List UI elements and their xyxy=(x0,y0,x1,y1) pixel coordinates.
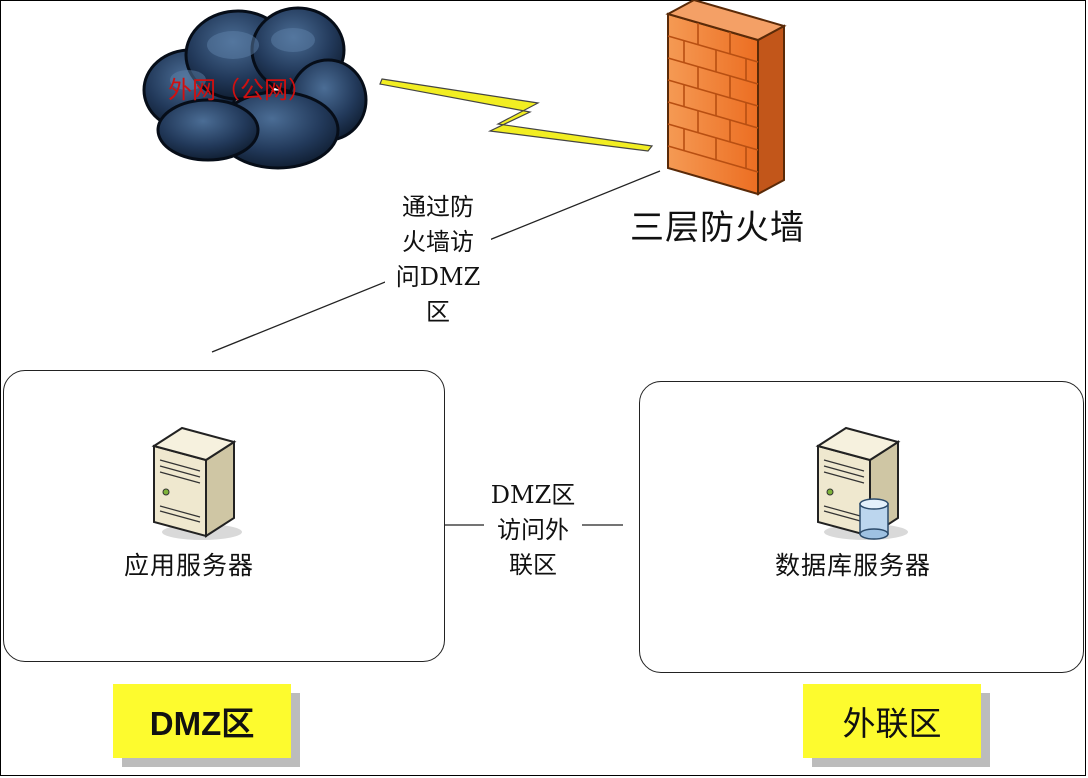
external-zone-tag: 外联区 xyxy=(803,684,981,758)
app-server-label: 应用服务器 xyxy=(124,551,255,580)
cylinder-icon xyxy=(859,498,889,540)
note-line: 联区 xyxy=(509,551,557,579)
brick-wall-icon xyxy=(665,0,787,196)
note-line: DMZ区 xyxy=(490,481,576,509)
db-server-label: 数据库服务器 xyxy=(775,551,932,580)
note-line: 问DMZ xyxy=(395,263,481,291)
note-line: 通过防 xyxy=(402,193,474,221)
firewall-label: 三层防火墙 xyxy=(630,208,805,248)
database-server-icon xyxy=(815,426,908,540)
external-zone-box xyxy=(639,381,1084,673)
note-line: 访问外 xyxy=(497,516,569,544)
cloud-icon xyxy=(142,6,368,170)
dmz-zone-tag: DMZ区 xyxy=(113,684,291,758)
lightning-bolt-icon xyxy=(379,78,654,152)
dmz-external-note: DMZ区 访问外 联区 xyxy=(484,478,582,583)
note-line: 区 xyxy=(426,298,450,326)
server-icon xyxy=(151,426,242,540)
firewall-dmz-note: 通过防 火墙访 问DMZ 区 xyxy=(385,190,491,330)
internet-label: 外网（公网） xyxy=(168,76,312,104)
note-line: 火墙访 xyxy=(402,228,474,256)
